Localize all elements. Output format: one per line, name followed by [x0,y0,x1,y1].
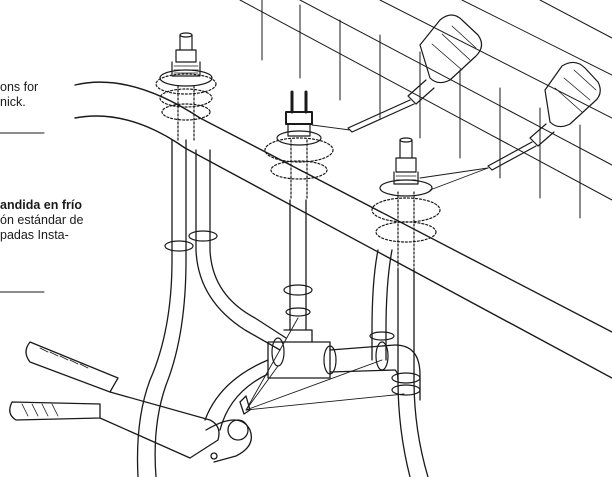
caption-top: ons for nick. [0,80,38,110]
leader-lines [311,124,489,191]
caption-middle-line3: padas Insta- [0,228,69,242]
caption-middle-line1: andida en frío [0,198,83,213]
tile-wall [239,0,612,219]
caption-top-line1: ons for [0,80,39,94]
caption-middle-heading: andida en frío [0,198,82,212]
crimp-rings [164,230,421,396]
screwdriver-icon [487,61,601,171]
valve-left [155,32,217,141]
crimp-tool-icon [9,341,253,463]
valve-right [371,137,441,271]
crimp-leader-lines [245,317,405,411]
caption-middle-line2: ón estándar de [0,213,84,227]
valve-middle [264,90,334,201]
wall-surface [74,81,612,379]
caption-middle: andida en frío ón estándar de padas Inst… [0,198,83,243]
pex-pipe-icon [136,139,429,477]
caption-top-line2: nick. [0,95,26,109]
caption-rules [0,132,45,293]
screwdriver-icon [347,14,483,133]
